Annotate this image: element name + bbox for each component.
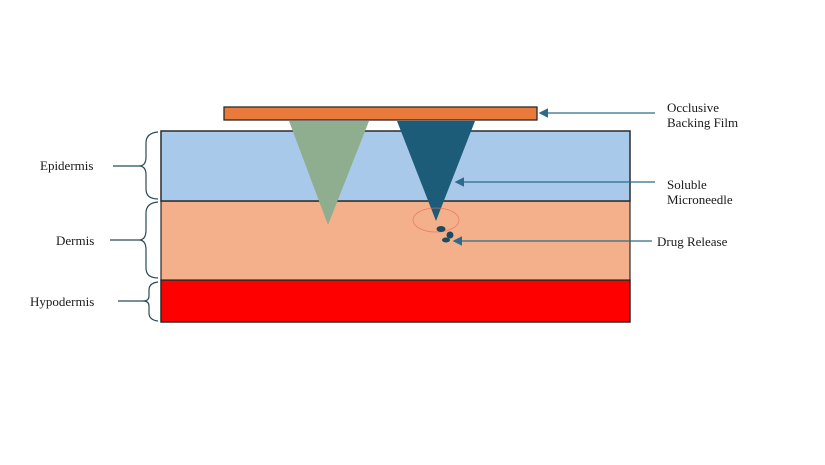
drug-particle: [446, 231, 454, 239]
backing-film-label: Occlusive Backing Film: [667, 100, 738, 130]
soluble-microneedle: [397, 121, 475, 221]
microneedle-label: Soluble Microneedle: [667, 177, 733, 207]
microneedle-label-line2: Microneedle: [667, 192, 733, 207]
hypodermis-label: Hypodermis: [30, 294, 95, 309]
backing-film-label-line1: Occlusive: [667, 100, 719, 115]
drug-particle: [436, 226, 446, 232]
release-zone-circle: [412, 207, 460, 233]
epidermis-label: Epidermis: [40, 158, 94, 173]
hypodermis-bracket: [118, 281, 159, 322]
epidermis-bracket: [113, 131, 159, 200]
epidermis-layer: [160, 130, 631, 202]
dermis-label: Dermis: [56, 233, 95, 248]
backing-film-label-line2: Backing Film: [667, 115, 739, 130]
drug-release-label: Drug Release: [657, 234, 728, 249]
microneedle-label-line1: Soluble: [667, 177, 707, 192]
hypodermis-layer: [160, 279, 631, 323]
occlusive-backing-film: [223, 106, 538, 121]
dermis-bracket: [110, 201, 159, 279]
drug-particle: [442, 237, 450, 243]
solid-microneedle: [289, 121, 369, 225]
